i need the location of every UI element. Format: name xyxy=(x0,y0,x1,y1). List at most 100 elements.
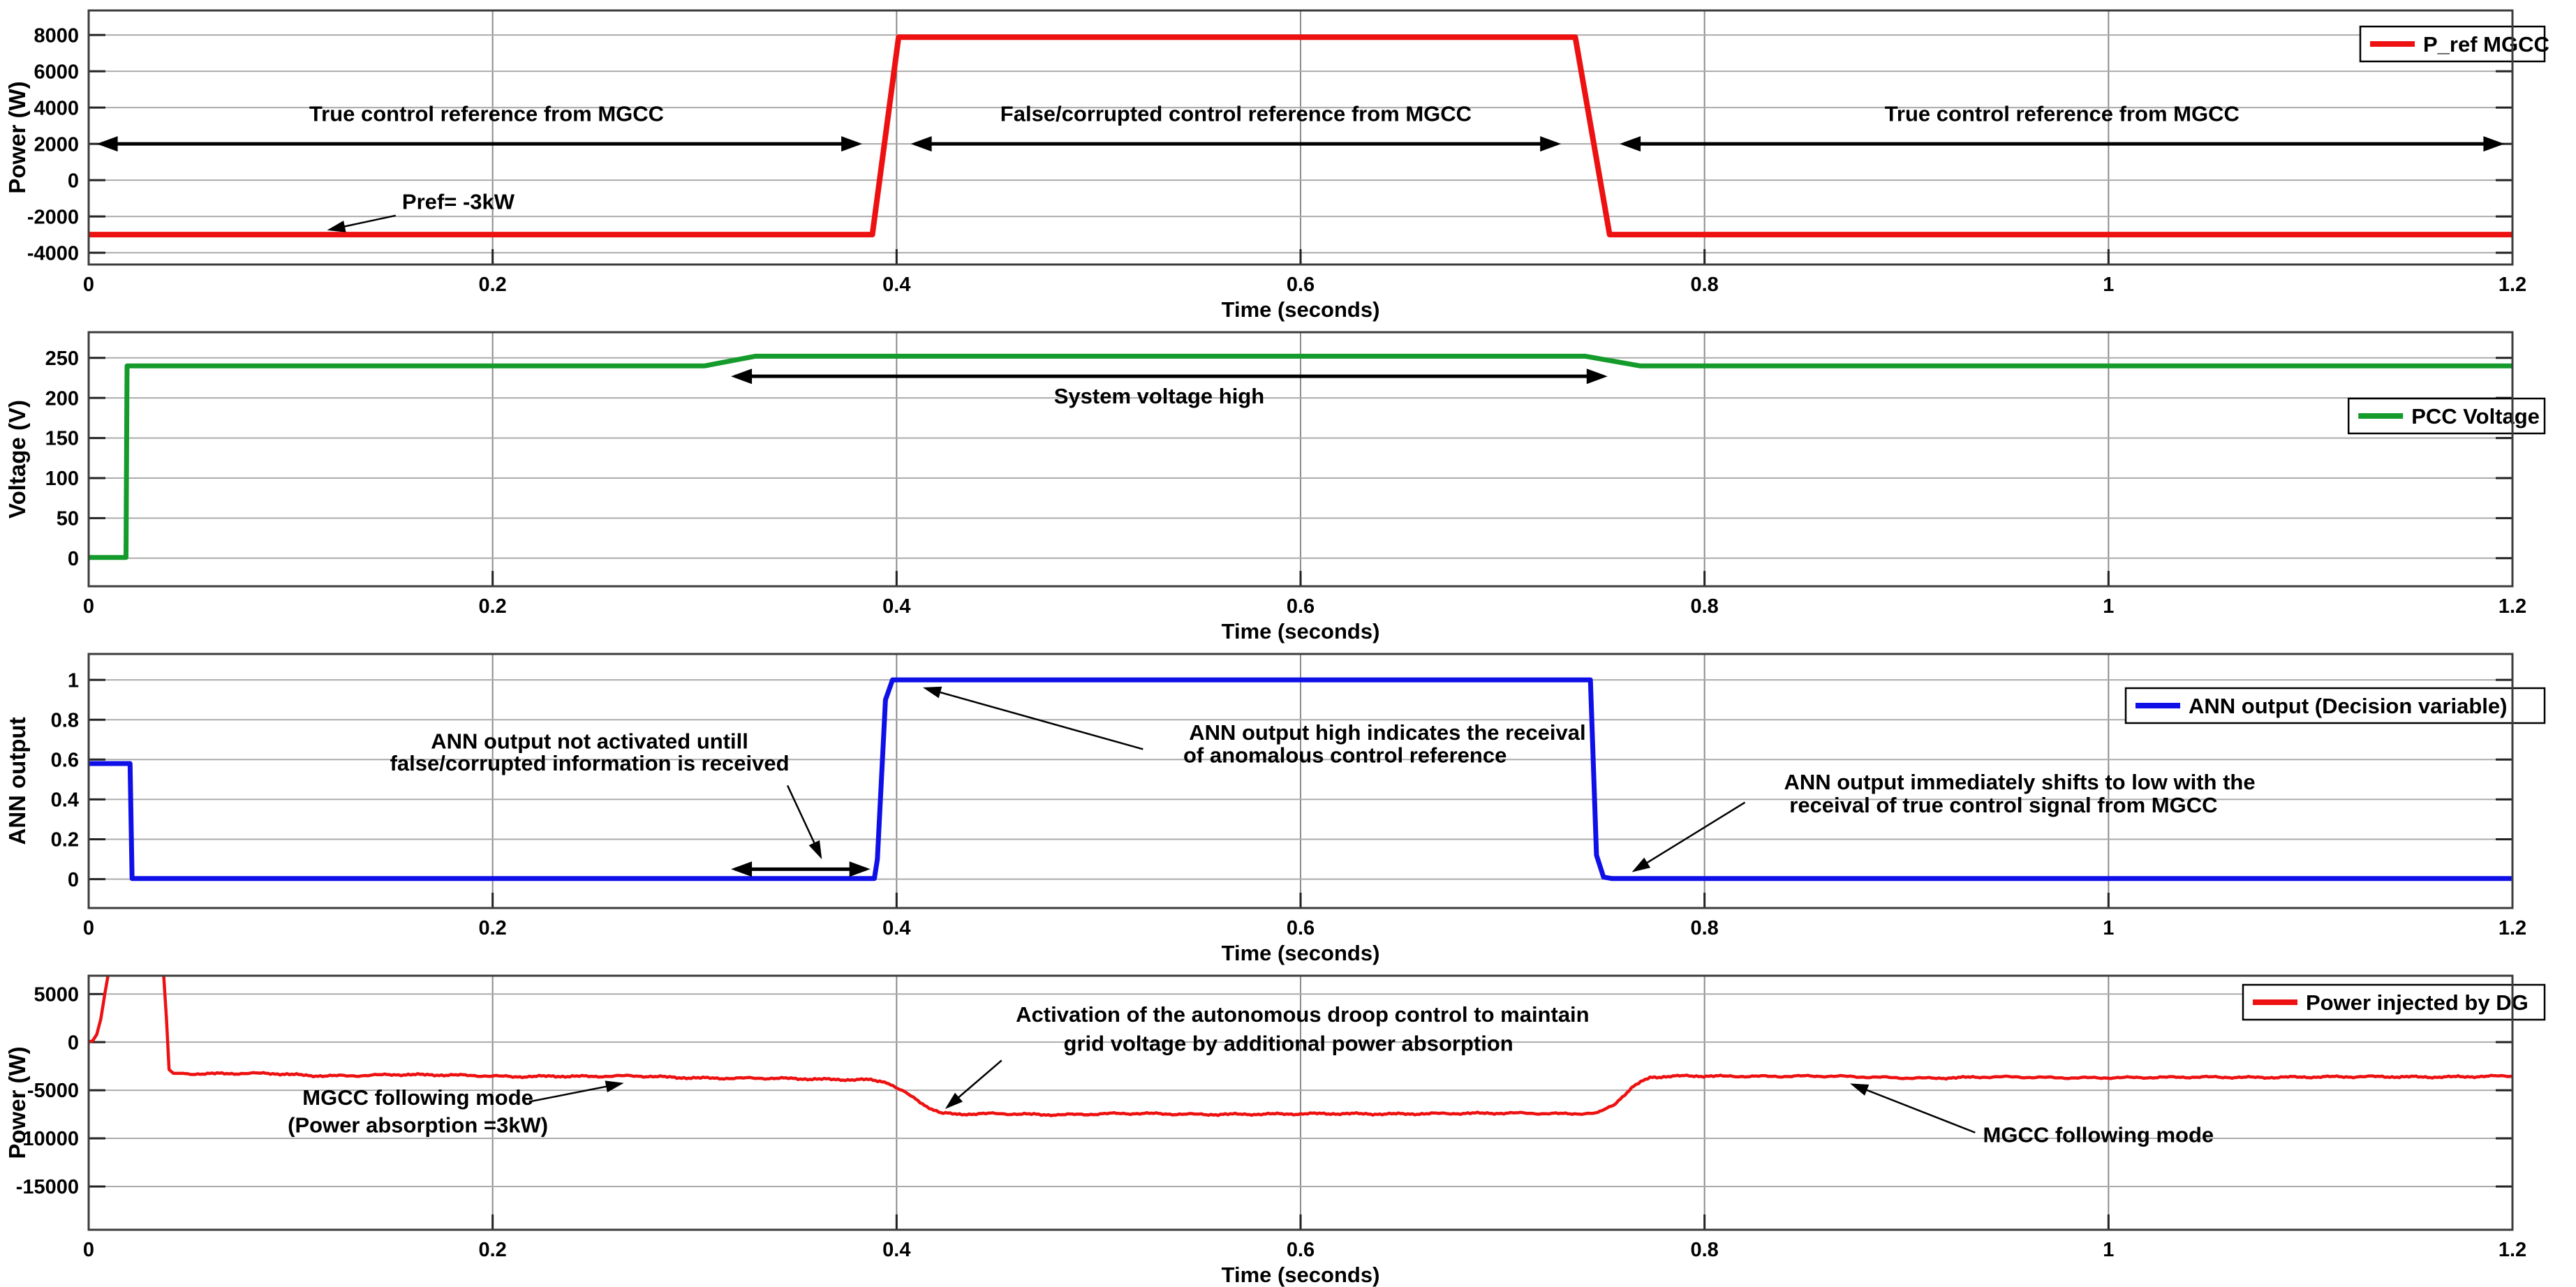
annotation-arrow xyxy=(786,784,820,854)
annotation-text: MGCC following mode xyxy=(302,1085,533,1110)
x-tick-label: 0 xyxy=(83,595,94,618)
arrowhead-icon xyxy=(1850,1083,1870,1096)
x-tick-label: 1 xyxy=(2103,1239,2114,1261)
x-tick-label: 0 xyxy=(83,917,94,939)
x-axis-label: Time (seconds) xyxy=(1222,941,1380,965)
annotation-text: false/corrupted information is received xyxy=(390,751,790,775)
arrowhead-icon xyxy=(1620,136,1641,152)
axes-box xyxy=(87,331,2514,588)
annotation-text: of anomalous control reference xyxy=(1183,743,1507,768)
annotation-text: True control reference from MGCC xyxy=(1885,102,2240,126)
x-tick-label: 0.2 xyxy=(479,274,507,296)
x-tick-label: 0.8 xyxy=(1691,917,1719,939)
y-tick-label: -15000 xyxy=(16,1176,79,1198)
x-tick-label: 0.6 xyxy=(1287,1239,1315,1261)
legend-label: Power injected by DG xyxy=(2306,990,2529,1015)
axes-box xyxy=(87,974,2514,1231)
arrowhead-icon xyxy=(96,136,118,152)
legend-box: P_ref MGCC xyxy=(2359,25,2549,63)
annotation-text: (Power absorption =3kW) xyxy=(288,1113,548,1138)
y-axis-label: Power (W) xyxy=(4,81,30,193)
annotations: ANN output not activated untillfalse/cor… xyxy=(390,686,2256,877)
y-tick-label: -2000 xyxy=(27,206,79,228)
y-tick-label: 200 xyxy=(45,387,79,410)
series-line-p-ref-mgcc xyxy=(89,34,2512,238)
y-tick-label: 8000 xyxy=(34,24,79,47)
axis-ticks xyxy=(87,34,2514,265)
annotation-text: False/corrupted control reference from M… xyxy=(1000,102,1472,126)
y-axis-label: Power (W) xyxy=(4,1046,30,1159)
x-tick-label: 0.4 xyxy=(882,595,910,618)
annotation-text: Pref= -3kW xyxy=(402,190,515,214)
annotation-arrow xyxy=(1856,1085,1976,1133)
x-tick-label: 0.6 xyxy=(1287,274,1315,296)
y-tick-label: 5000 xyxy=(34,983,79,1006)
annotation-arrow xyxy=(949,1059,1002,1106)
annotation-text: True control reference from MGCC xyxy=(309,102,664,126)
grid xyxy=(89,976,2512,1230)
annotations: System voltage high xyxy=(731,369,1608,408)
y-tick-label: 0.6 xyxy=(51,749,79,771)
x-tick-label: 0.2 xyxy=(479,1239,507,1261)
legend-frame xyxy=(2124,687,2546,724)
x-tick-label: 0.8 xyxy=(1691,274,1719,296)
series-line-ann-output xyxy=(89,677,2512,881)
legend-box: PCC Voltage xyxy=(2347,397,2546,435)
annotation-arrow xyxy=(1637,801,1746,870)
x-tick-label: 1 xyxy=(2103,595,2114,618)
y-tick-label: -10000 xyxy=(16,1128,79,1150)
x-tick-label: 1 xyxy=(2103,274,2114,296)
y-tick-label: 0 xyxy=(68,1032,79,1054)
legend-label: P_ref MGCC xyxy=(2423,32,2549,57)
y-tick-label: 0.4 xyxy=(51,789,79,812)
arrowhead-icon xyxy=(1586,369,1608,385)
arrowhead-icon xyxy=(731,861,753,877)
x-axis-label: Time (seconds) xyxy=(1222,1263,1380,1287)
annotation-text: System voltage high xyxy=(1054,384,1264,408)
x-tick-label: 0.4 xyxy=(882,274,910,296)
grid xyxy=(89,332,2512,586)
x-tick-label: 0.2 xyxy=(479,595,507,618)
x-tick-label: 1.2 xyxy=(2499,917,2526,939)
legend-label: PCC Voltage xyxy=(2411,404,2540,429)
annotation-text: Activation of the autonomous droop contr… xyxy=(1016,1002,1589,1027)
arrowhead-icon xyxy=(605,1080,624,1093)
x-tick-label: 0.8 xyxy=(1691,1239,1719,1261)
annotation-text: MGCC following mode xyxy=(1983,1123,2214,1147)
arrowhead-icon xyxy=(945,1092,963,1109)
y-axis-label: Voltage (V) xyxy=(4,400,30,519)
annotation-text: ANN output high indicates the receival xyxy=(1189,720,1585,745)
legend-label: ANN output (Decision variable) xyxy=(2189,694,2507,718)
arrowhead-icon xyxy=(327,221,346,232)
y-tick-label: 0.8 xyxy=(51,709,79,731)
legend-box: ANN output (Decision variable) xyxy=(2124,687,2546,724)
y-tick-label: 50 xyxy=(57,508,79,530)
axes-box xyxy=(87,9,2514,266)
arrowhead-icon xyxy=(910,136,932,152)
annotations: MGCC following mode (Power absorption =3k… xyxy=(288,1002,2214,1147)
x-tick-label: 1 xyxy=(2103,917,2114,939)
x-axis-label: Time (seconds) xyxy=(1222,619,1380,644)
y-tick-label: 0.2 xyxy=(51,829,79,851)
grid xyxy=(89,10,2512,265)
arrowhead-icon xyxy=(841,136,863,152)
y-tick-label: 250 xyxy=(45,348,79,370)
x-tick-label: 0.4 xyxy=(882,917,910,939)
x-tick-label: 1.2 xyxy=(2499,1239,2526,1261)
annotation-arrow xyxy=(528,1083,618,1103)
y-tick-label: 150 xyxy=(45,428,79,450)
x-tick-label: 0.8 xyxy=(1691,595,1719,618)
y-tick-label: 100 xyxy=(45,468,79,490)
arrowhead-icon xyxy=(1631,857,1651,872)
annotations: True control reference from MGCC False/co… xyxy=(96,102,2505,232)
y-tick-label: 0 xyxy=(68,548,79,570)
arrowhead-icon xyxy=(731,369,753,385)
